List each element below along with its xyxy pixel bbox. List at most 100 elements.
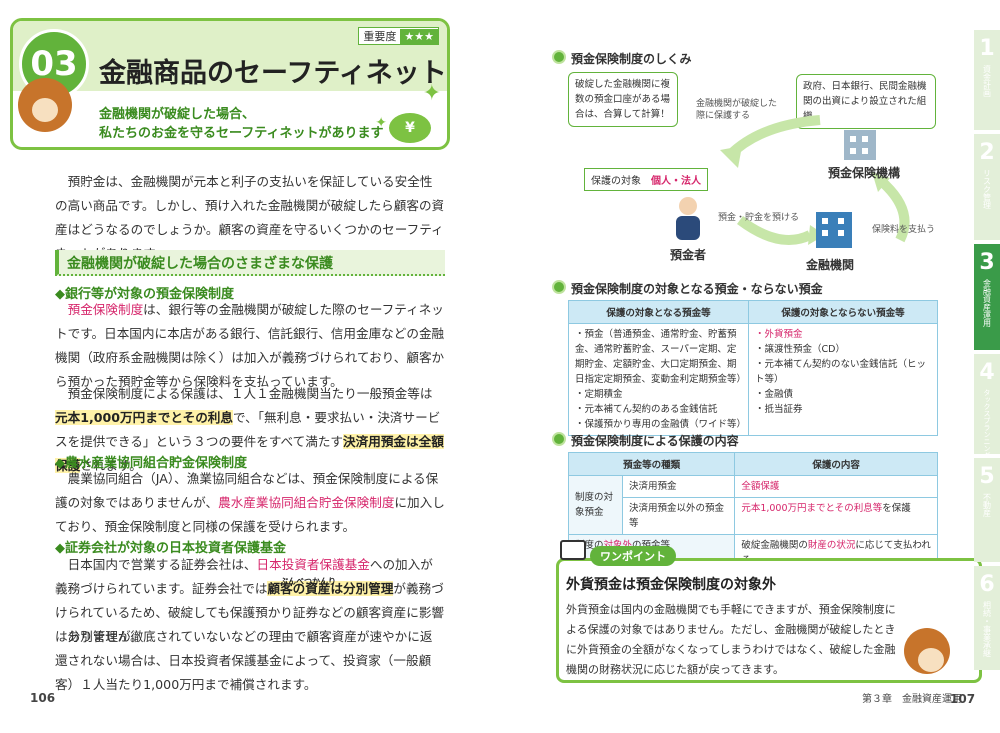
column-header-content: 保護の内容 (734, 452, 938, 476)
covered-deposits-table: 保護の対象となる預金等 保護の対象とならない預金等 ・預金（普通預金、通常貯金、… (568, 300, 938, 436)
text-span: 元本1,000万円までとその利息等 (741, 503, 883, 514)
subheading-investor-protection: ◆証券会社が対象の日本投資者保護基金 (55, 541, 286, 556)
page-number-left: 106 (30, 691, 56, 705)
section-header: 03 重要度★★★ 金融商品のセーフティネット 金融機関が破綻した場合、 私たち… (10, 18, 450, 150)
list-item: ・抵当証券 (755, 404, 803, 415)
column-header-type: 預金等の種類 (567, 452, 736, 476)
list-item: ・譲渡性預金（CD） (755, 344, 845, 355)
subtitle-line-2: 私たちのお金を守るセーフティネットがあります (99, 126, 384, 141)
building-icon (844, 130, 876, 160)
side-tab-1[interactable]: 1 資金計画 (974, 30, 1000, 130)
yen-coin-icon: ¥ (389, 113, 431, 143)
paragraph-protection-amount: 預金保険制度による保護は、１人１金融機関当たり一般預金等は元本1,000万円まで… (55, 382, 445, 478)
org-label: 預金保険機構 (828, 166, 901, 180)
side-tab-4[interactable]: 4 タックスプランニング (974, 354, 1000, 459)
importance-stars: ★★★ (400, 29, 438, 44)
covered-list-cell: ・預金（普通預金、通常貯金、貯蓄預金、通常貯蓄貯金、スーパー定期、定期貯金、定額… (568, 323, 749, 436)
tab-text: 相続・事業承継 (982, 601, 992, 657)
paragraph-agri-coop: 農業協同組合（JA）、漁業協同組合などは、預金保険制度による保護の対象ではありま… (55, 467, 445, 539)
diagram-title-mechanism: 預金保険制度のしくみ (552, 50, 691, 67)
tab-number: 6 (979, 572, 995, 597)
tab-number: 3 (979, 250, 995, 275)
cycle-arrows (720, 115, 910, 245)
text-span: 破綻金融機関の (741, 540, 808, 551)
importance-label: 重要度 (363, 30, 397, 43)
sparkle-icon: ✦ (422, 81, 441, 106)
tab-text: リスク管理 (982, 169, 992, 209)
onepoint-title: 外貨預金は預金保険制度の対象外 (566, 577, 776, 593)
dog-mascot-icon (904, 628, 950, 674)
text-span: で、「無利息・要求払い・決済サービスを提供できる」という３つの要件をすべて満たす (55, 410, 441, 449)
text-span: 農業協同組合（JA）、漁業協同組合などは、預金保険制度による保護の対象ではありま… (55, 471, 439, 510)
table-cell: 全額保護 (734, 475, 938, 498)
highlight-segregated-management: 顧客の資産は分別管理ぶんべつかんり (267, 577, 394, 596)
term-agri-coop-insurance: 農水産業協同組合貯金保険制度 (218, 495, 395, 510)
table-cell: 元本1,000万円までとその利息等を保護 (734, 497, 938, 535)
list-item: ・保護預かり専用の金融債（ワイド等） (575, 419, 747, 430)
footer-chapter: 第３章 金融資産運用 (862, 694, 962, 705)
paragraph-deposit-insurance: 預金保険制度は、銀行等の金融機関が破綻した際のセーフティネットです。日本国内に本… (55, 298, 445, 394)
text-span: は、銀行等の金融機関が破綻した際のセーフティネットです。日本国内に本店がある銀行… (55, 302, 445, 389)
page-number-right: 107 (950, 692, 976, 706)
importance-rating: 重要度★★★ (358, 27, 439, 45)
column-header-covered: 保護の対象となる預金等 (568, 300, 749, 324)
row-group-cell: 制度の対象預金 (568, 475, 623, 535)
paragraph-compensation: 分別管理が徹底されていないなどの理由で顧客資産が速やかに返還されない場合は、日本… (55, 629, 433, 692)
bank-building-icon (816, 212, 852, 248)
tab-text: 不動産 (982, 493, 992, 517)
arrow-label-deposit: 預金・貯金を預ける (718, 213, 800, 223)
not-covered-list-cell: ・外貨預金 ・譲渡性預金（CD） ・元本補てん契約のない金銭信託（ヒット等） ・… (748, 323, 938, 436)
text-span: が義務づけられているため、破綻しても保護預かり証券などの顧客資産に影響はありませ… (55, 581, 445, 644)
list-item: ・預金（普通預金、通常貯金、貯蓄預金、通常貯蓄貯金、スーパー定期、定期貯金、定額… (575, 329, 747, 385)
note-bubble-combined: 破綻した金融機関に複数の預金口座がある場合は、合算して計算！ (568, 72, 678, 127)
tab-text: 金融資産運用 (982, 279, 992, 327)
text-span: 財産の状況 (807, 540, 856, 551)
list-item: ・定期積金 (575, 389, 623, 400)
text-span: 対象外 (604, 540, 633, 551)
book-icon (560, 540, 586, 560)
tab-text: 資金計画 (982, 65, 992, 97)
protection-target-box: 保護の対象 個人・法人 (584, 168, 708, 191)
paragraph-investor-protection: 日本国内で営業する証券会社は、日本投資者保護基金への加入が義務づけられています。… (55, 553, 445, 649)
page-subtitle: 金融機関が破綻した場合、 私たちのお金を守るセーフティネットがあります (99, 105, 383, 143)
person-icon (676, 197, 700, 240)
page-title: 金融商品のセーフティネット (99, 58, 447, 89)
target-label: 保護の対象 (591, 176, 641, 187)
diagram-title-protection: 預金保険制度による保護の内容 (552, 432, 739, 449)
onepoint-label: ワンポイント (590, 546, 676, 566)
arrow-label-premium: 保険料を支払う (872, 225, 936, 235)
subheading-agri-coop: ◆農水産業協同組合貯金保険制度 (55, 456, 247, 471)
list-item: ・元本補てん契約のない金銭信託（ヒット等） (755, 359, 927, 385)
list-item: ・元本補てん契約のある金銭信託 (575, 404, 718, 415)
side-tab-6[interactable]: 6 相続・事業承継 (974, 566, 1000, 670)
term-investor-fund: 日本投資者保護基金 (256, 557, 370, 572)
text-span: に加入しており、預金保険制度と同様の保護を受けられます。 (55, 495, 445, 534)
text-span: 預金保険制度による保護は、１人１金融機関当たり一般預金等は (67, 386, 433, 401)
tab-number: 1 (979, 36, 995, 61)
table-cell: 決済用預金以外の預金等 (621, 497, 736, 535)
onepoint-text: 外貨預金は国内の金融機関でも手軽にできますが、預金保険制度による保護の対象ではあ… (566, 603, 896, 676)
subheading-deposit-insurance: ◆銀行等が対象の預金保険制度 (55, 287, 234, 302)
text-span: 日本国内で営業する証券会社は、 (67, 557, 257, 572)
text-span: されます。 (80, 458, 142, 473)
target-value: 個人・法人 (651, 176, 701, 187)
highlight-principal-limit: 元本1,000万円までとその利息 (55, 410, 233, 425)
note-bubble-organization: 政府、日本銀行、民間金融機関の出資により設立された組織 (796, 74, 936, 129)
term-deposit-insurance: 預金保険制度 (67, 302, 144, 317)
arrow-label-protect: 金融機関が破綻した際に保護する (696, 99, 778, 121)
tab-text: タックスプランニング (983, 389, 991, 459)
tab-number: 5 (979, 464, 995, 489)
text-span: 顧客の資産は分別管理 (267, 581, 394, 596)
column-header-not-covered: 保護の対象とならない預金等 (748, 300, 938, 324)
side-tab-3[interactable]: 3 金融資産運用 (974, 244, 1000, 350)
text-span: 制度の (575, 540, 604, 551)
tab-number: 4 (979, 360, 995, 385)
text-span: を保護 (882, 503, 911, 514)
side-tab-5[interactable]: 5 不動産 (974, 458, 1000, 562)
list-item: ・外貨預金 (755, 329, 803, 340)
dog-mascot-icon (18, 78, 72, 132)
subtitle-line-1: 金融機関が破綻した場合、 (99, 107, 256, 122)
diagram-title-covered: 預金保険制度の対象となる預金・ならない預金 (552, 280, 823, 297)
sparkle-icon: ✦ (375, 115, 387, 131)
